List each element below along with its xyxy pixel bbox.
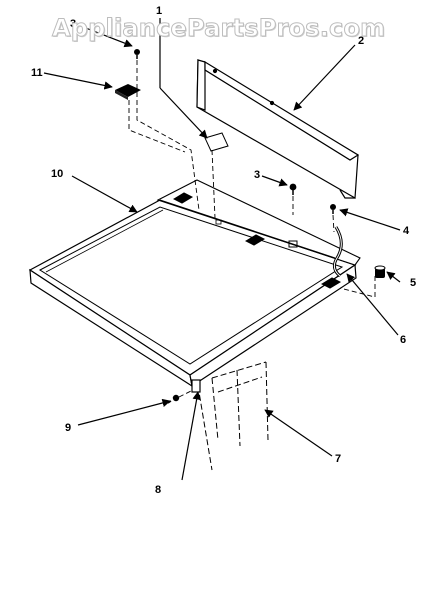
hinge-pads bbox=[172, 192, 342, 289]
screw-9 bbox=[167, 394, 180, 404]
cabinet-front bbox=[197, 361, 269, 471]
screw-4 bbox=[330, 204, 336, 214]
callout-1: 1 bbox=[156, 5, 162, 17]
screw-3-top bbox=[134, 49, 140, 59]
plug-5 bbox=[374, 265, 386, 278]
latch-8 bbox=[191, 379, 201, 393]
slot-opening bbox=[204, 132, 229, 152]
watermark-logo: AppliancePartsPros.com bbox=[51, 14, 386, 43]
leader-lines bbox=[43, 18, 401, 481]
callout-2: 2 bbox=[358, 35, 364, 47]
callout-10: 10 bbox=[51, 168, 63, 180]
callout-8: 8 bbox=[155, 484, 161, 496]
screw-3-lower bbox=[289, 183, 297, 195]
top-panel bbox=[28, 199, 357, 388]
assembly-lines bbox=[128, 60, 376, 398]
callout-3-top: 3 bbox=[70, 18, 76, 30]
callout-5: 5 bbox=[410, 277, 416, 289]
backsplash-panel bbox=[196, 58, 360, 199]
callout-4: 4 bbox=[403, 225, 410, 237]
callout-11: 11 bbox=[31, 67, 43, 79]
bracket-11 bbox=[115, 84, 141, 100]
callout-7: 7 bbox=[335, 453, 341, 465]
callout-6: 6 bbox=[400, 334, 406, 346]
callout-9: 9 bbox=[65, 422, 71, 434]
callout-3-lower: 3 bbox=[254, 169, 260, 181]
